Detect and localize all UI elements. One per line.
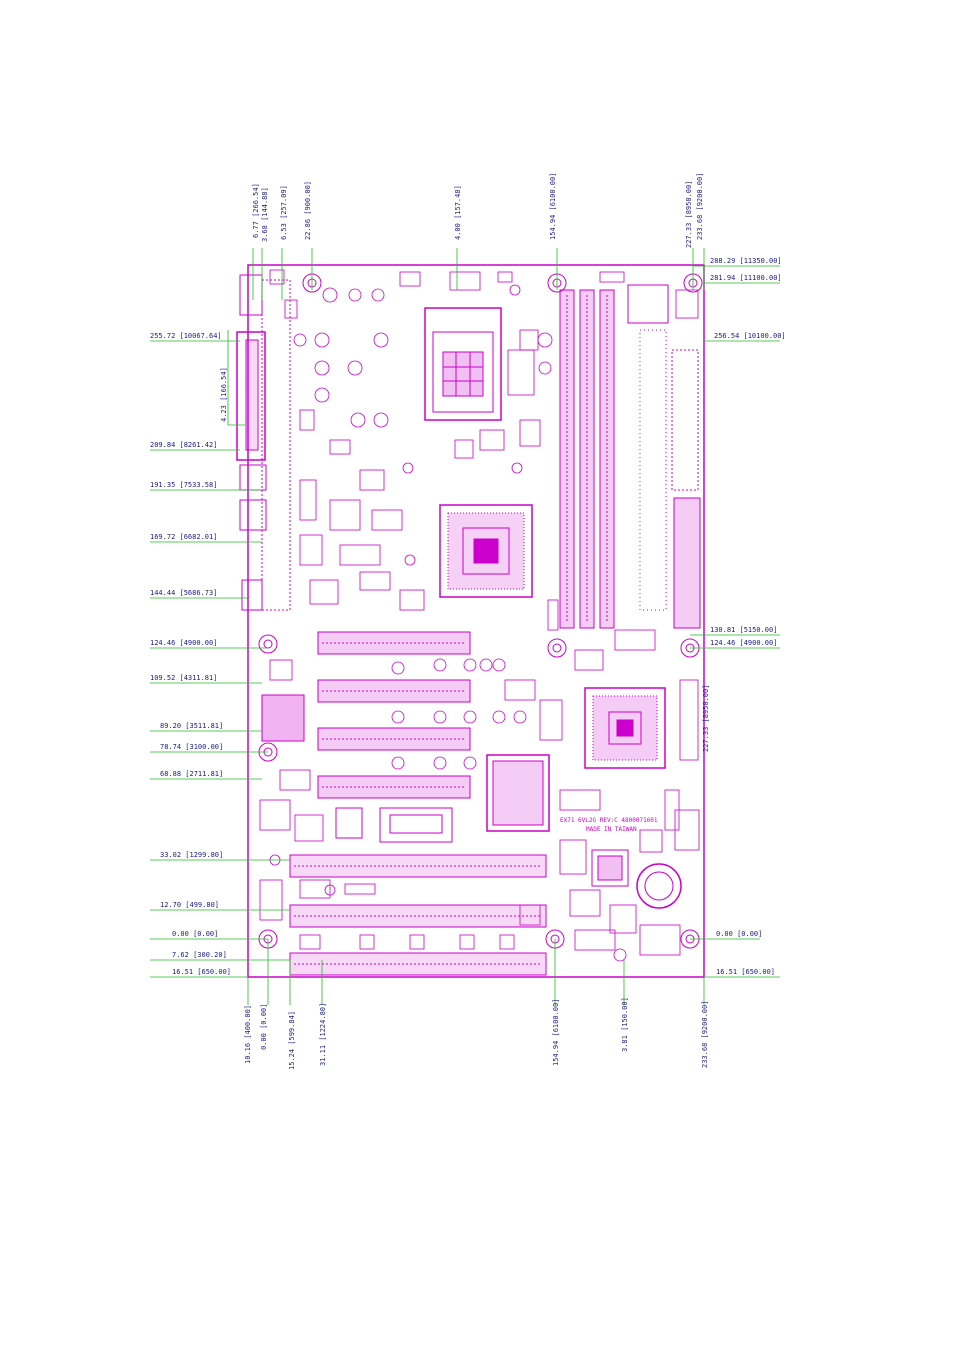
dim-top-0: 6.77 [266.54] xyxy=(252,183,260,238)
dim-left-13: 0.00 [0.00] xyxy=(172,930,218,938)
bottom-dimension-labels: 10.16 [400.00] 0.00 [0.00] 15.24 [599.84… xyxy=(244,997,709,1070)
dim-right-5: 0.00 [0.00] xyxy=(716,930,762,938)
dim-top-1: 3.68 [144.88] xyxy=(261,187,269,242)
right-edge-connectors xyxy=(627,284,701,629)
rear-io-connectors xyxy=(236,274,291,611)
dim-bottom-0: 10.16 [400.00] xyxy=(244,1005,252,1064)
dim-inner-0: 227.33 [8950.00] xyxy=(702,685,710,752)
inner-dimension-labels: 227.33 [8950.00] xyxy=(702,685,710,752)
dim-top-3: 22.86 [900.00] xyxy=(304,181,312,240)
dim-left-0: 255.72 [10067.64] xyxy=(150,332,222,340)
board-outline xyxy=(247,264,705,978)
memory-slots xyxy=(559,289,615,629)
dim-top-7: 233.68 [9200.00] xyxy=(696,173,704,240)
dim-bottom-1: 0.00 [0.00] xyxy=(260,1004,268,1050)
dim-bottom-3: 31.11 [1224.80] xyxy=(319,1003,327,1066)
dim-top-6: 227.33 [8950.00] xyxy=(685,181,693,248)
dim-bottom-6: 233.68 [9200.00] xyxy=(701,1001,709,1068)
dim-right-2: 256.54 [10100.00] xyxy=(714,332,786,340)
dim-top-4: 4.00 [157.48] xyxy=(454,185,462,240)
dim-right-4: 124.46 [4900.00] xyxy=(710,639,777,647)
board-origin-label: MADE IN TAIWAN xyxy=(586,826,637,833)
dim-left-3: 191.35 [7533.58] xyxy=(150,481,217,489)
secondary-bga-chip xyxy=(584,687,666,769)
southbridge-chip xyxy=(486,754,550,832)
left-dimension-labels: 255.72 [10067.64] 4.23 [166.54] 209.84 [… xyxy=(150,332,231,976)
dim-left-5: 144.44 [5686.73] xyxy=(150,589,217,597)
dim-left-4: 169.72 [6682.01] xyxy=(150,533,217,541)
dim-left-12: 12.70 [499.80] xyxy=(160,901,219,909)
pci-slots xyxy=(317,631,471,799)
dim-top-5: 154.94 [6100.00] xyxy=(549,173,557,240)
silkscreen-text: EX71 6VL2G REV:C 4800071601 MADE IN TAIW… xyxy=(560,817,658,833)
dim-right-3: 130.81 [5150.00] xyxy=(710,626,777,634)
dim-left-14: 7.62 [300.20] xyxy=(172,951,227,959)
northbridge-chip xyxy=(439,504,533,598)
cpu-socket xyxy=(424,307,502,421)
dim-right-0: 288.29 [11350.00] xyxy=(710,257,782,265)
dim-left-2: 209.84 [8261.42] xyxy=(150,441,217,449)
dim-top-2: 6.53 [257.09] xyxy=(280,185,288,240)
dim-left-15: 16.51 [650.00] xyxy=(172,968,231,976)
dim-left-10: 68.88 [2711.81] xyxy=(160,770,223,778)
cmos-battery xyxy=(636,863,682,909)
dim-right-1: 281.94 [11100.00] xyxy=(710,274,782,282)
board: EX71 6VL2G REV:C 4800071601 MADE IN TAIW… xyxy=(236,264,705,978)
dim-bottom-5: 3.81 [150.00] xyxy=(621,997,629,1052)
dim-left-9: 78.74 [3100.00] xyxy=(160,743,223,751)
dim-left-8: 89.20 [3511.81] xyxy=(160,722,223,730)
dim-left-11: 33.02 [1299.80] xyxy=(160,851,223,859)
small-components xyxy=(259,269,700,962)
right-dimension-labels: 288.29 [11350.00] 281.94 [11100.00] 256.… xyxy=(710,257,786,976)
dim-left-6: 124.46 [4900.00] xyxy=(150,639,217,647)
dimension-lines xyxy=(150,248,780,1005)
clock-chip xyxy=(591,849,629,887)
dim-right-6: 16.51 [650.00] xyxy=(716,968,775,976)
top-dimension-labels: 6.77 [266.54] 3.68 [144.88] 6.53 [257.09… xyxy=(252,173,704,248)
dim-bottom-4: 154.94 [6100.00] xyxy=(552,999,560,1066)
audio-chip xyxy=(261,694,305,742)
bios-chip xyxy=(335,807,453,843)
dim-left-7: 109.52 [4311.81] xyxy=(150,674,217,682)
dim-bottom-2: 15.24 [599.84] xyxy=(288,1011,296,1070)
isa-slots xyxy=(289,854,547,976)
board-model-label: EX71 6VL2G REV:C 4800071601 xyxy=(560,817,658,824)
dim-left-1: 4.23 [166.54] xyxy=(220,367,228,422)
